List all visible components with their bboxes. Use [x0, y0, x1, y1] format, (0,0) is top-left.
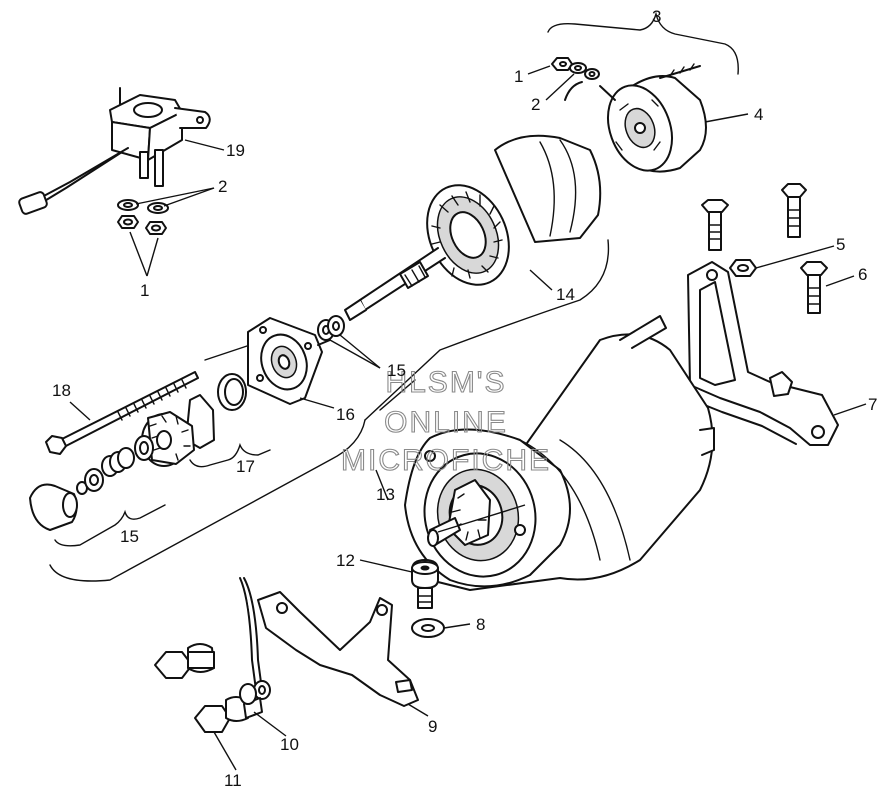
solenoid-washers-nuts: [117, 199, 169, 235]
callout-4: 4: [754, 105, 763, 124]
leader-lines: [69, 65, 867, 771]
callout-16: 16: [336, 405, 355, 424]
callout-8: 8: [476, 615, 485, 634]
shaft-washers: [317, 315, 345, 341]
callout-10: 10: [280, 735, 299, 754]
starter-solenoid: [18, 87, 211, 215]
callout-labels: 1 2 3 4 19 2 1 14 5 6 15 18 16 7 17 13 1…: [52, 7, 877, 790]
watermark-line-1: HLSM'S: [385, 366, 506, 399]
bracket-bolts-nut: [701, 183, 828, 314]
callout-15-lower: 15: [120, 527, 139, 546]
flat-washer: [411, 618, 445, 638]
callout-9: 9: [428, 717, 437, 736]
callout-14: 14: [556, 285, 575, 304]
watermark-line-3: MICROFICHE: [341, 444, 551, 477]
callout-19: 19: [226, 141, 245, 160]
watermark-line-2: ONLINE: [384, 406, 508, 439]
flange-bolts: [154, 643, 263, 733]
callout-1-left: 1: [140, 281, 149, 300]
callout-13: 13: [376, 485, 395, 504]
callout-3: 3: [652, 7, 661, 26]
callout-15-upper: 15: [387, 361, 406, 380]
callout-2-left: 2: [218, 177, 227, 196]
lower-bracket-wire: [239, 577, 419, 707]
through-bolt: [45, 371, 199, 455]
armature: [344, 134, 602, 321]
end-cap: [599, 63, 707, 173]
group-brackets: [49, 11, 739, 582]
callout-17: 17: [236, 457, 255, 476]
callout-12: 12: [336, 551, 355, 570]
mounting-bracket: [687, 261, 839, 446]
callout-5: 5: [836, 235, 845, 254]
callout-1-top: 1: [514, 67, 523, 86]
callout-6: 6: [858, 265, 867, 284]
spring-stack: [29, 435, 154, 531]
watermark: HLSM'S ONLINE MICROFICHE: [340, 365, 551, 477]
cap-screw: [411, 559, 439, 609]
starter-motor: [404, 315, 715, 591]
drive-end-plate: [247, 317, 331, 405]
clip-and-pinion: [141, 373, 247, 467]
top-nut-washers: [551, 57, 600, 101]
callout-11: 11: [224, 771, 242, 790]
callout-18: 18: [52, 381, 71, 400]
callout-7: 7: [868, 395, 877, 414]
callout-2-top: 2: [531, 95, 540, 114]
